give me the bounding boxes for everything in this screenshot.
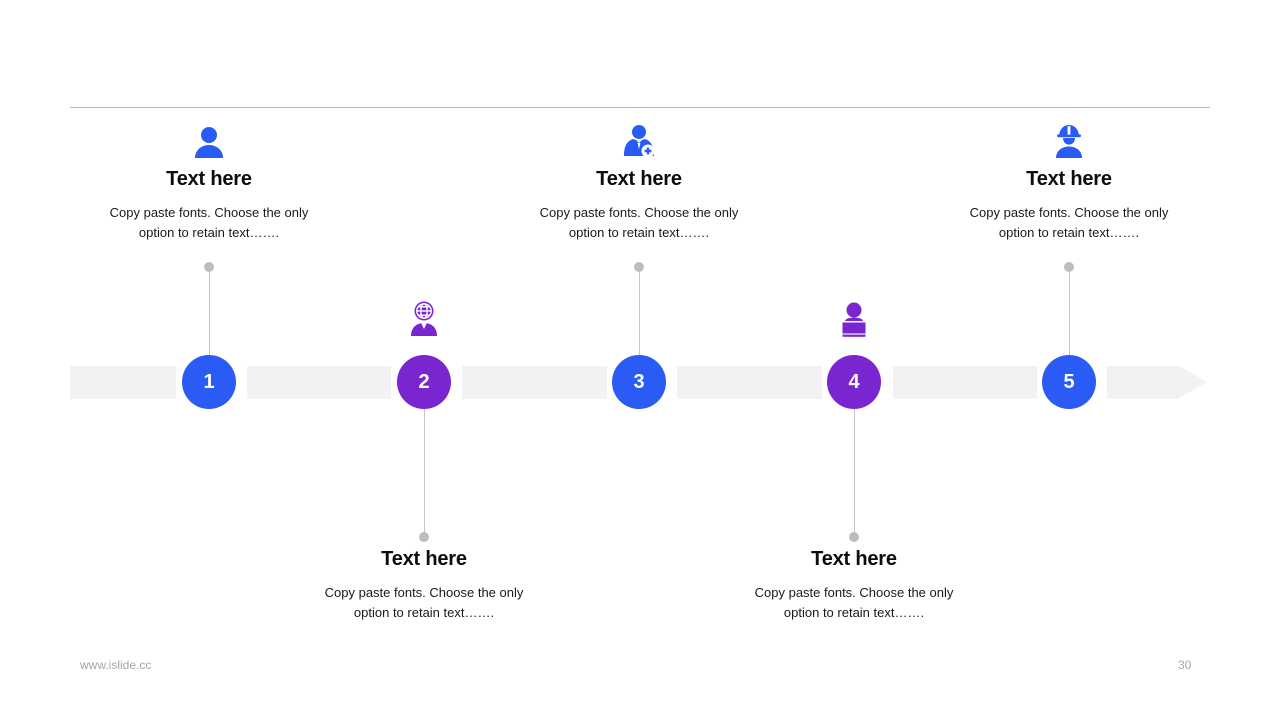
step-title-2: Text here (381, 548, 467, 570)
speaker-podium-icon (714, 296, 994, 340)
connector-line-step-2 (424, 409, 425, 532)
connector-line-step-5 (1069, 272, 1070, 364)
band-segment-3 (677, 366, 822, 399)
step-number-2: 2 (418, 371, 430, 393)
band-segment-0 (70, 366, 176, 399)
band-arrow-head (1179, 366, 1207, 398)
step-content-1: Text here Copy paste fonts. Choose the o… (69, 118, 349, 243)
step-title-1: Text here (166, 168, 252, 190)
step-body-1: Copy paste fonts. Choose the only option… (109, 205, 309, 240)
header-divider (70, 107, 1210, 108)
step-body-3: Copy paste fonts. Choose the only option… (539, 205, 739, 240)
process-arrow-band (70, 366, 1207, 399)
band-segment-5 (1107, 366, 1179, 399)
step-body-4: Copy paste fonts. Choose the only option… (754, 585, 954, 620)
connector-dot-step-5 (1064, 262, 1074, 272)
global-person-icon (284, 296, 564, 340)
step-circle-3[interactable]: 3 (612, 355, 666, 409)
step-number-3: 3 (633, 371, 645, 393)
page-number: 30 (1178, 658, 1192, 672)
connector-dot-step-3 (634, 262, 644, 272)
band-segment-4 (893, 366, 1037, 399)
step-body-2: Copy paste fonts. Choose the only option… (324, 585, 524, 620)
connector-dot-step-4 (849, 532, 859, 542)
construction-worker-icon (929, 118, 1209, 162)
step-number-4: 4 (848, 371, 860, 393)
step-content-5: Text here Copy paste fonts. Choose the o… (929, 118, 1209, 243)
step-number-5: 5 (1063, 371, 1075, 393)
step-title-5: Text here (1026, 168, 1112, 190)
step-icon-wrap-4 (714, 296, 994, 346)
connector-line-step-4 (854, 409, 855, 532)
connector-line-step-1 (209, 272, 210, 364)
step-icon-wrap-2 (284, 296, 564, 346)
step-body-5: Copy paste fonts. Choose the only option… (969, 205, 1169, 240)
step-title-4: Text here (811, 548, 897, 570)
step-content-3: Text here Copy paste fonts. Choose the o… (499, 118, 779, 243)
step-content-2: Text here Copy paste fonts. Choose the o… (284, 548, 564, 623)
connector-dot-step-2 (419, 532, 429, 542)
step-title-3: Text here (596, 168, 682, 190)
connector-line-step-3 (639, 272, 640, 364)
band-segment-2 (462, 366, 607, 399)
step-circle-4[interactable]: 4 (827, 355, 881, 409)
doctor-icon (499, 118, 779, 162)
step-number-1: 1 (203, 371, 215, 393)
user-icon (69, 118, 349, 162)
step-circle-1[interactable]: 1 (182, 355, 236, 409)
step-circle-2[interactable]: 2 (397, 355, 451, 409)
step-circle-5[interactable]: 5 (1042, 355, 1096, 409)
connector-dot-step-1 (204, 262, 214, 272)
step-content-4: Text here Copy paste fonts. Choose the o… (714, 548, 994, 623)
band-segment-1 (247, 366, 391, 399)
footer-url[interactable]: www.islide.cc (80, 658, 152, 672)
